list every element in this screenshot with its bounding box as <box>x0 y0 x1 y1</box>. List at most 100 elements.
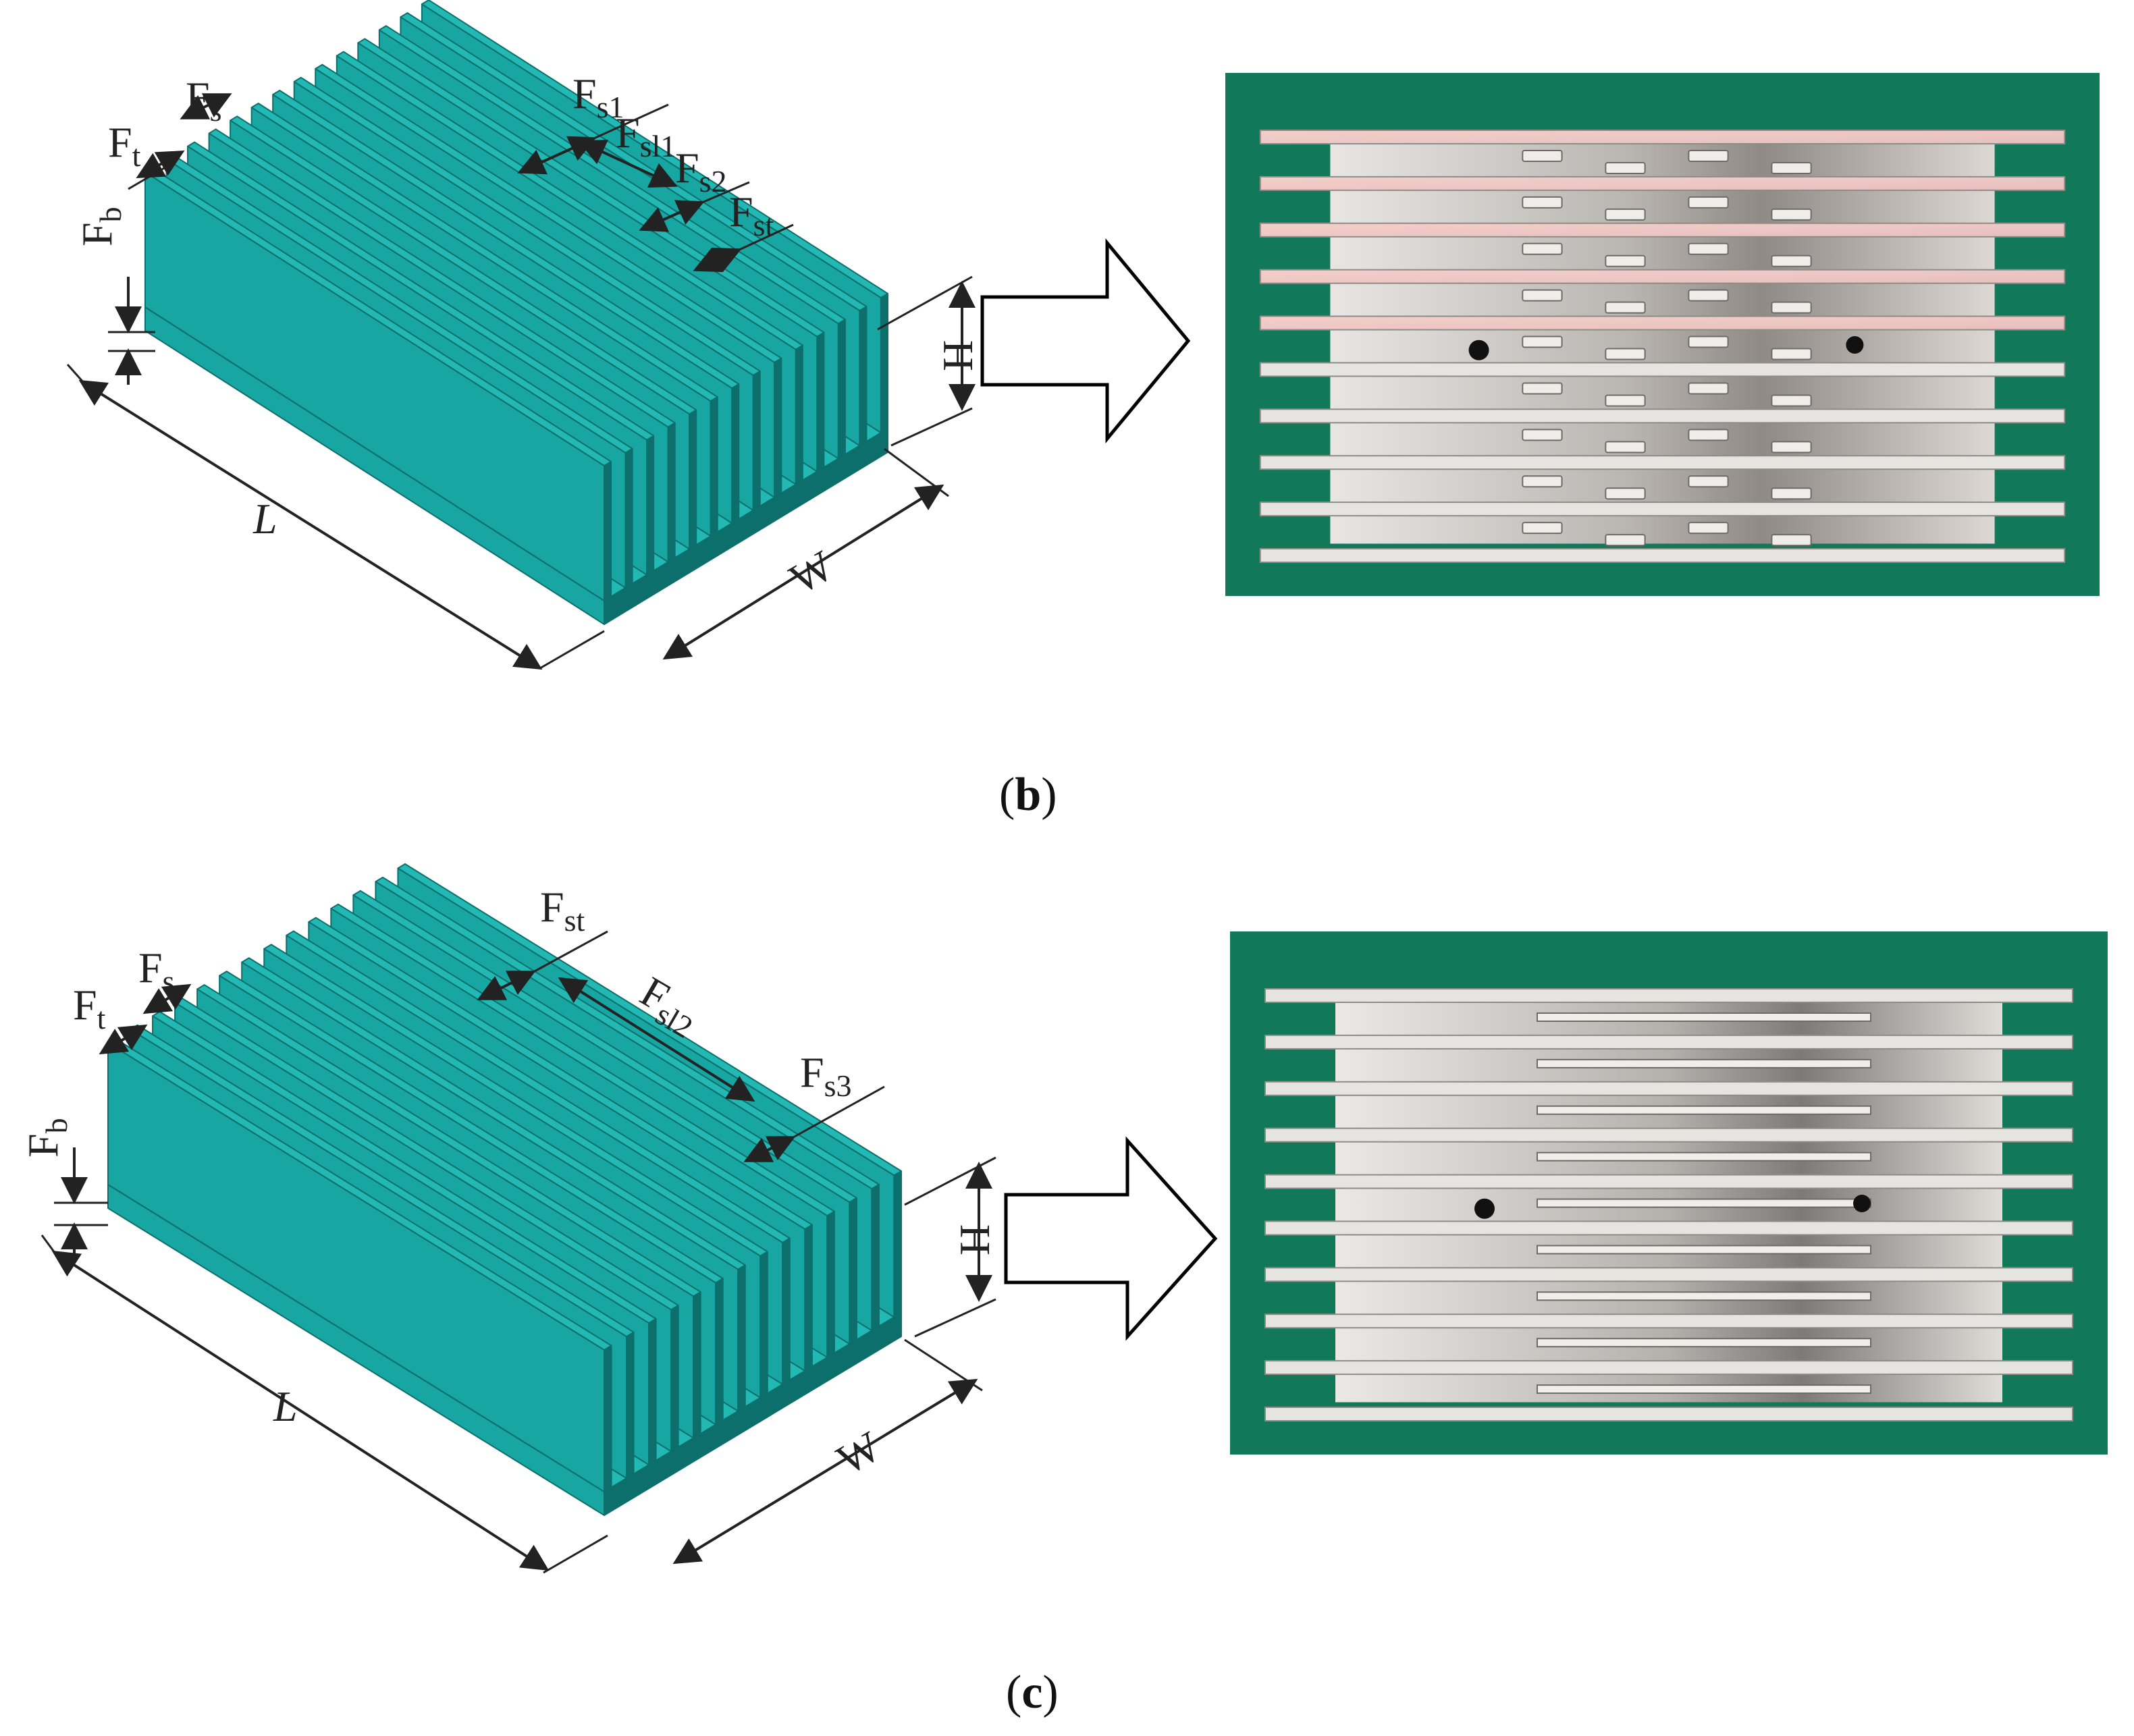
c-fs-label: Fs <box>138 944 175 998</box>
fin-end-face <box>715 1278 724 1426</box>
slot-tab <box>1688 242 1729 255</box>
fin-edge-strip <box>1264 1313 2073 1329</box>
slot-tab <box>1688 382 1729 395</box>
slot-tab <box>1688 429 1729 441</box>
c-fs3-leader <box>793 1085 885 1139</box>
fin-end-face <box>759 1251 768 1399</box>
fin-end-face <box>752 370 761 511</box>
right-arrow-icon <box>980 238 1191 443</box>
fin-edge-strip <box>1259 222 2066 238</box>
fin-end-face <box>837 319 846 460</box>
slot-tab <box>1522 196 1563 209</box>
fin-end-face <box>795 344 803 485</box>
fin-top-face <box>293 76 761 376</box>
panel-b-caption: (b) <box>999 769 1057 821</box>
fin-end-face <box>871 1183 880 1332</box>
fin-top-face <box>250 103 718 402</box>
c-ft-label: Ft <box>73 981 106 1035</box>
fst-label: Fst <box>729 188 774 242</box>
c-fst-arrow <box>477 971 536 1000</box>
fin-top-face <box>187 141 655 441</box>
c-w-dimension <box>672 1378 978 1565</box>
h-label: H <box>934 340 982 371</box>
slot-tab <box>1688 475 1729 488</box>
mounting-hole-right <box>1846 336 1864 354</box>
fin-end-face <box>880 293 888 434</box>
slot-tab <box>1605 441 1646 454</box>
c-fst-label: Fst <box>540 883 585 938</box>
fin-end-face <box>710 396 718 537</box>
fs1-label: Fs1 <box>572 70 624 124</box>
slot-tab <box>1771 534 1812 547</box>
slot-tab <box>1605 487 1646 500</box>
c-h-ext-bottom <box>914 1298 996 1338</box>
slot-tab <box>1522 429 1563 441</box>
h-ext-top <box>877 275 973 331</box>
fin-top-face <box>219 971 724 1284</box>
slot-tab <box>1522 335 1563 348</box>
fin-end-face <box>826 1210 835 1359</box>
fs2-arrow <box>639 200 705 232</box>
heatsink-base-plate <box>1330 136 1995 544</box>
c-l-label: L <box>273 1382 298 1430</box>
panel-c-isometric-model <box>107 863 902 1516</box>
fin-end-face <box>648 1318 657 1466</box>
slot-tab <box>1522 522 1563 535</box>
fin-end-face <box>849 1197 857 1345</box>
slot-tab <box>1771 441 1812 454</box>
fin-edge-strip <box>1259 408 2066 424</box>
fin-edge-strip <box>1259 315 2066 331</box>
ft-arrow <box>136 151 185 178</box>
fs2-leader <box>701 181 750 204</box>
long-slot-strip <box>1537 1198 1871 1208</box>
fin-top-face <box>286 930 791 1243</box>
fin-end-face <box>670 1304 679 1453</box>
fin-top-face <box>336 51 803 350</box>
fin-end-face <box>667 422 676 563</box>
fin-end-face <box>604 460 612 601</box>
c-w-label: W <box>829 1422 888 1484</box>
fin-end-face <box>693 1291 701 1439</box>
slot-tab <box>1688 335 1729 348</box>
slot-tab <box>1771 394 1812 407</box>
c-fsl2-arrow <box>558 977 755 1102</box>
mounting-hole-left <box>1474 1198 1495 1219</box>
slot-tab <box>1605 301 1646 314</box>
slot-tab <box>1605 208 1646 221</box>
fin-end-face <box>816 331 825 472</box>
c-h-ext-top <box>904 1156 996 1206</box>
panel-c-caption: (c) <box>1006 1666 1059 1718</box>
slot-tab <box>1771 254 1812 267</box>
fst-arrow <box>693 247 742 273</box>
slot-tab <box>1688 196 1729 209</box>
l-ext-left <box>66 364 96 396</box>
fin-end-face <box>737 1264 746 1412</box>
slot-tab <box>1771 208 1812 221</box>
fin-top-face <box>241 957 746 1270</box>
panel-c-photo <box>1230 931 2108 1455</box>
fin-end-face <box>731 383 740 524</box>
long-slot-strip <box>1537 1012 1871 1022</box>
fb-label: Fb <box>73 207 128 246</box>
fin-edge-strip <box>1264 1220 2073 1236</box>
fin-end-face <box>604 1345 612 1492</box>
fsl1-arrow <box>578 140 678 188</box>
slot-tab <box>1688 522 1729 535</box>
slot-tab <box>1771 348 1812 360</box>
c-l-ext-left <box>41 1235 65 1266</box>
slot-tab <box>1688 289 1729 302</box>
fin-end-face <box>626 1331 635 1480</box>
slot-tab <box>1771 487 1812 500</box>
slot-tab <box>1522 289 1563 302</box>
slot-tab <box>1522 382 1563 395</box>
ft-label: Ft <box>108 118 141 173</box>
c-l-ext-right <box>543 1534 608 1574</box>
slot-tab <box>1605 162 1646 174</box>
right-arrow-icon <box>1004 1136 1218 1341</box>
fin-edge-strip <box>1264 1407 2073 1421</box>
slot-tab <box>1522 475 1563 488</box>
long-slot-strip <box>1537 1245 1871 1255</box>
fin-end-face <box>624 447 633 589</box>
fin-top-face <box>208 128 676 428</box>
fin-top-face <box>315 63 782 363</box>
